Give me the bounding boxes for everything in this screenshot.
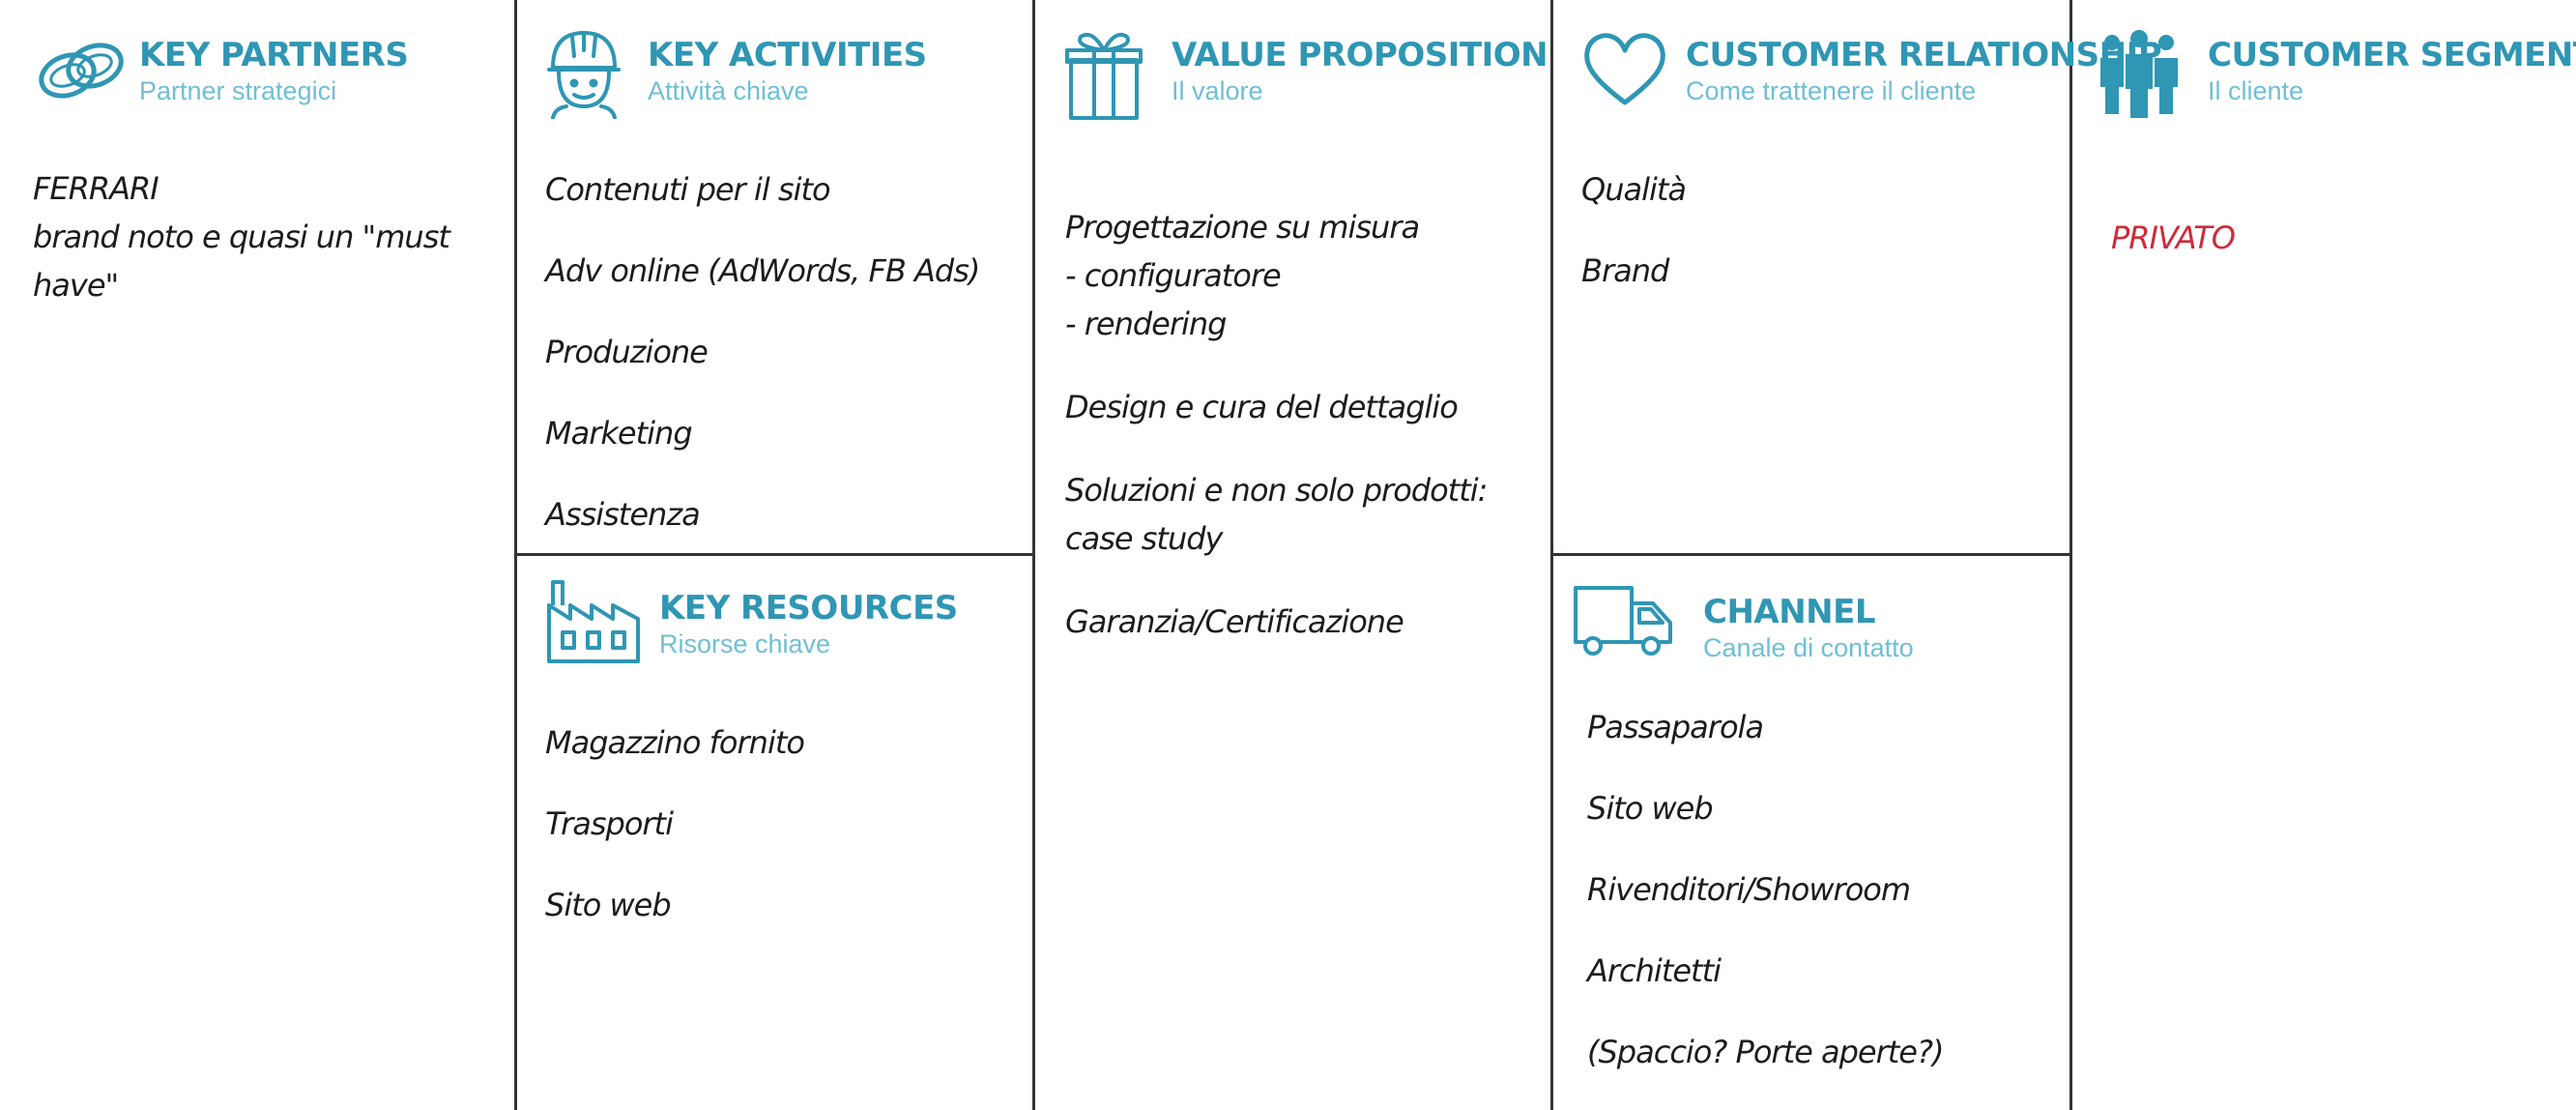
list-item: Assistenza	[545, 496, 701, 533]
section-subtitle: Partner strategici	[139, 76, 337, 105]
divider	[516, 553, 1034, 556]
key-partners-section: KEY PARTNERS Partner strategici FERRARI …	[33, 27, 507, 1091]
section-header: CHANNEL Canale di contatto	[1572, 576, 1914, 663]
divider	[1550, 0, 1553, 1110]
section-subtitle: Il valore	[1172, 76, 1263, 105]
section-title: CHANNEL	[1703, 593, 1876, 631]
truck-icon	[1572, 582, 1674, 659]
list-item: Passaparola	[1587, 709, 1764, 745]
section-title: CUSTOMER SEGMENT	[2208, 36, 2576, 74]
list-item: Design e cura del dettaglio	[1065, 389, 1459, 425]
section-header: KEY ACTIVITIES Attività chiave	[545, 27, 927, 119]
section-header: CUSTOMER SEGMENT Il cliente	[2098, 27, 2576, 120]
list-item: Progettazione su misura - configuratore …	[1065, 209, 1420, 342]
worker-helmet-icon	[545, 27, 622, 119]
section-subtitle: Risorse chiave	[659, 629, 831, 658]
section-subtitle: Attività chiave	[648, 76, 809, 105]
people-group-icon	[2098, 27, 2181, 120]
section-header: VALUE PROPOSITION Il valore	[1065, 27, 1548, 122]
section-header: KEY PARTNERS Partner strategici	[33, 27, 409, 114]
section-subtitle: Canale di contatto	[1703, 633, 1914, 662]
section-title: CUSTOMER RELATIONSHIP	[1686, 36, 2162, 74]
customer-segment-section: CUSTOMER SEGMENT Il cliente PRIVATO	[2098, 27, 2576, 1091]
section-title: VALUE PROPOSITION	[1172, 36, 1548, 74]
divider	[514, 0, 517, 1110]
list-item: Qualità	[1581, 171, 1687, 208]
list-item: Produzione	[545, 334, 709, 370]
list-item: Sito web	[1587, 790, 1714, 827]
section-header: CUSTOMER RELATIONSHIP Come trattenere il…	[1581, 27, 2162, 110]
heart-icon	[1581, 27, 1668, 110]
channel-section: CHANNEL Canale di contatto Passaparola S…	[1572, 576, 2065, 1098]
list-item: Adv online (AdWords, FB Ads)	[545, 252, 980, 289]
section-title: KEY ACTIVITIES	[648, 36, 927, 74]
gift-box-icon	[1065, 27, 1143, 122]
list-item: Magazzino fornito	[545, 724, 805, 761]
list-item: Garanzia/Certificazione	[1065, 603, 1404, 640]
partner-text: FERRARI brand noto e quasi un "must have…	[33, 170, 450, 304]
chain-link-icon	[33, 27, 130, 114]
section-title: KEY PARTNERS	[139, 36, 409, 74]
key-activities-section: KEY ACTIVITIES Attività chiave Contenuti…	[545, 27, 1025, 549]
factory-icon	[545, 576, 642, 665]
list-item: Sito web	[545, 887, 672, 923]
list-item: Trasporti	[545, 805, 674, 842]
section-subtitle: Come trattenere il cliente	[1686, 76, 1977, 105]
section-header: KEY RESOURCES Risorse chiave	[545, 576, 958, 665]
list-item: Soluzioni e non solo prodotti: case stud…	[1065, 472, 1488, 557]
value-proposition-section: VALUE PROPOSITION Il valore Progettazion…	[1065, 27, 1548, 1091]
section-title: KEY RESOURCES	[659, 589, 958, 628]
list-item: PRIVATO	[2111, 219, 2236, 256]
list-item: Architetti	[1587, 952, 1722, 989]
list-item: Rivenditori/Showroom	[1587, 871, 1911, 908]
list-item: Contenuti per il sito	[545, 171, 831, 208]
key-resources-section: KEY RESOURCES Risorse chiave Magazzino f…	[545, 576, 1025, 1098]
list-item: Brand	[1581, 252, 1669, 289]
section-subtitle: Il cliente	[2208, 76, 2304, 105]
list-item: Marketing	[545, 415, 693, 452]
list-item: (Spaccio? Porte aperte?)	[1587, 1034, 1944, 1070]
divider	[1552, 553, 2071, 556]
customer-relationship-section: CUSTOMER RELATIONSHIP Come trattenere il…	[1581, 27, 2162, 549]
